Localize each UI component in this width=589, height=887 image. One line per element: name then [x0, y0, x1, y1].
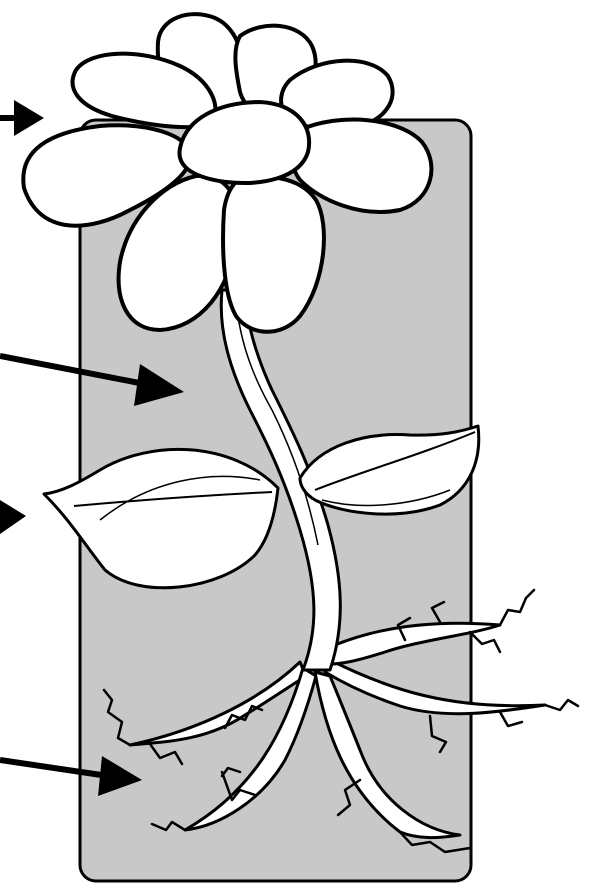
arrow-to-flower — [0, 100, 44, 136]
arrow-to-leaves — [0, 500, 26, 534]
